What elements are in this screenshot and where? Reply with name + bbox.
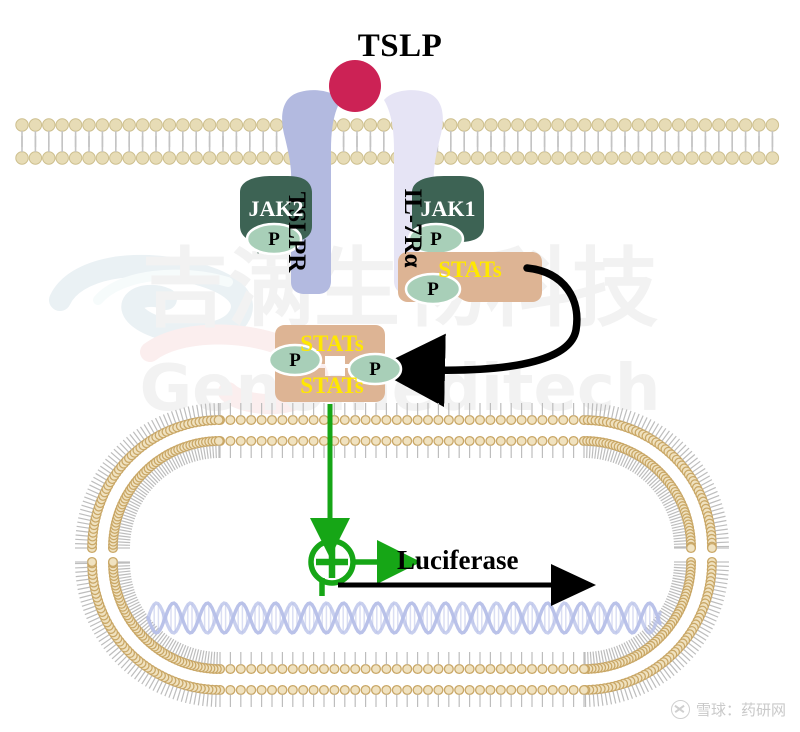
stats-dimer-bottom-label: STATs	[300, 373, 364, 398]
jak2-group	[240, 176, 312, 256]
tslp-ligand-circle	[329, 60, 381, 112]
stats-monomer-phospho-label: P	[427, 279, 439, 300]
jak1-group	[407, 176, 484, 256]
jak2-label: JAK2	[248, 196, 304, 221]
jak2-phospho-label: P	[268, 229, 280, 250]
credit-attribution: 雪球：药研网	[670, 699, 786, 720]
stats-dimer-top-label: STATs	[300, 331, 364, 356]
translocation-arrow	[373, 264, 581, 408]
stats-dimer-phospho-left-label: P	[289, 350, 301, 371]
jak1-label: JAK1	[420, 196, 476, 221]
jak1-phospho-label: P	[430, 229, 442, 250]
stats-monomer-label: STATs	[438, 257, 502, 282]
stats-dimer-group	[267, 325, 403, 402]
luciferase-label: Luciferase	[397, 545, 519, 575]
xueqiu-logo-icon	[670, 700, 690, 719]
dna-double-helix	[146, 601, 662, 635]
stats-monomer-group	[398, 252, 542, 306]
stats-dimer-phospho-right-label: P	[369, 359, 381, 380]
activation-plus-symbol	[308, 538, 421, 596]
credit-text: 雪球：药研网	[695, 701, 786, 719]
tslp-title-label: TSLP	[357, 28, 443, 64]
